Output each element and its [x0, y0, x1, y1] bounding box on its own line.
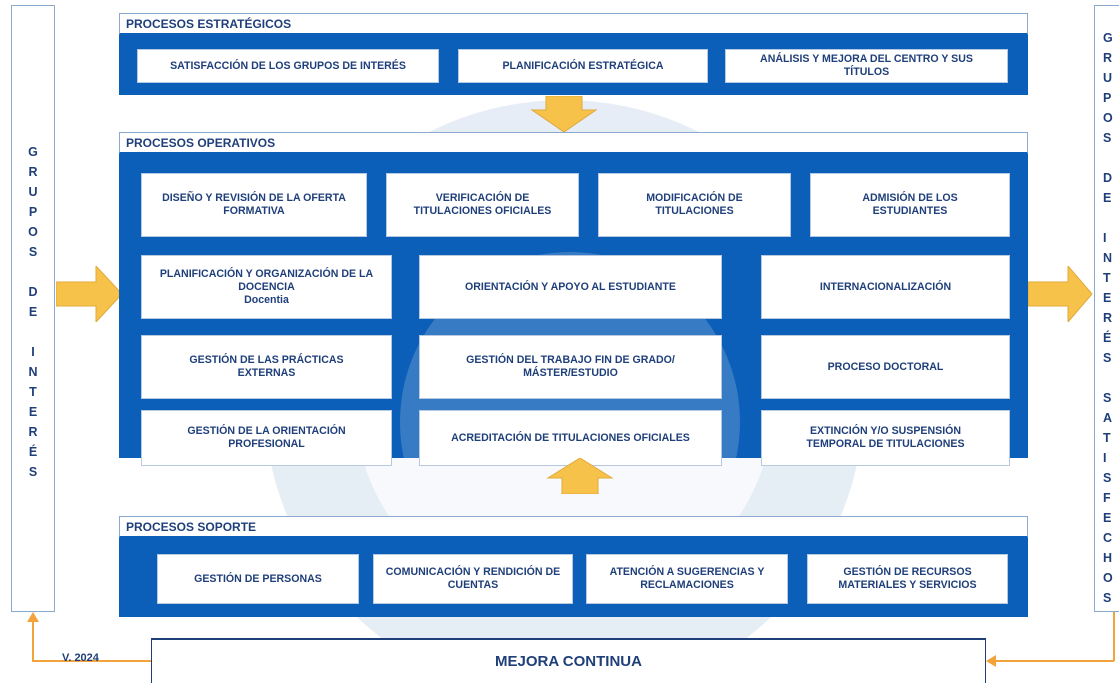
- satisfaccion-grupos-box: SATISFACCIÓN DE LOS GRUPOS DE INTERÉS: [137, 49, 439, 83]
- vertical-letter: É: [28, 445, 38, 459]
- vertical-letter: [1103, 208, 1119, 228]
- comunicacion-rendicion-box: COMUNICACIÓN Y RENDICIÓN DE CUENTAS: [373, 554, 573, 604]
- input-arrow-right-icon: [56, 266, 123, 322]
- vertical-letter: T: [1103, 431, 1111, 445]
- feedback-line-left-vertical: [32, 616, 34, 661]
- arrow-down-icon: [530, 96, 598, 133]
- verificacion-titulaciones-box: VERIFICACIÓN DE TITULACIONES OFICIALES: [386, 173, 579, 237]
- vertical-letter: G: [1103, 31, 1113, 45]
- output-arrow-right-icon: [1028, 266, 1093, 322]
- feedback-line-right-vertical: [1113, 612, 1115, 661]
- vertical-letter: [12, 262, 54, 282]
- vertical-letter: I: [1103, 451, 1107, 465]
- procesos-estrategicos-section: PROCESOS ESTRATÉGICOS SATISFACCIÓN DE LO…: [119, 13, 1028, 95]
- vertical-letter: [12, 322, 54, 342]
- orientacion-apoyo-box: ORIENTACIÓN Y APOYO AL ESTUDIANTE: [419, 255, 722, 319]
- procesos-operativos-section: PROCESOS OPERATIVOS DISEÑO Y REVISIÓN DE…: [119, 132, 1028, 466]
- atencion-sugerencias-box: ATENCIÓN A SUGERENCIAS Y RECLAMACIONES: [586, 554, 788, 604]
- planificacion-docencia-box: PLANIFICACIÓN Y ORGANIZACIÓN DE LA DOCEN…: [141, 255, 392, 319]
- proceso-doctoral-box: PROCESO DOCTORAL: [761, 335, 1010, 399]
- analisis-mejora-box: ANÁLISIS Y MEJORA DEL CENTRO Y SUS TÍTUL…: [725, 49, 1008, 83]
- feedback-line-left-horizontal: [32, 660, 152, 662]
- modificacion-titulaciones-box: MODIFICACIÓN DE TITULACIONES: [598, 173, 791, 237]
- vertical-letter: D: [28, 285, 38, 299]
- vertical-letter: S: [28, 465, 38, 479]
- vertical-letter: O: [28, 225, 38, 239]
- vertical-letter: I: [1103, 231, 1107, 245]
- vertical-letter: N: [28, 365, 38, 379]
- vertical-letter: H: [1103, 551, 1113, 565]
- arrow-up-icon: [546, 458, 614, 494]
- practicas-externas-box: GESTIÓN DE LAS PRÁCTICAS EXTERNAS: [141, 335, 392, 399]
- vertical-letter: E: [28, 405, 38, 419]
- vertical-letter: F: [1103, 491, 1111, 505]
- feedback-arrow-left-icon: [986, 655, 996, 667]
- vertical-letter: R: [1103, 311, 1113, 325]
- vertical-letter: P: [1103, 91, 1112, 105]
- internacionalizacion-box: INTERNACIONALIZACIÓN: [761, 255, 1010, 319]
- vertical-letter: O: [1103, 571, 1113, 585]
- version-label: V. 2024: [62, 652, 99, 664]
- procesos-soporte-section: PROCESOS SOPORTE GESTIÓN DE PERSONAS COM…: [119, 516, 1028, 617]
- vertical-letter: U: [28, 185, 38, 199]
- procesos-soporte-header: PROCESOS SOPORTE: [119, 516, 1028, 538]
- procesos-operativos-header: PROCESOS OPERATIVOS: [119, 132, 1028, 154]
- vertical-letter: G: [28, 145, 38, 159]
- feedback-line-right-horizontal: [992, 660, 1114, 662]
- orientacion-profesional-box: GESTIÓN DE LA ORIENTACIÓN PROFESIONAL: [141, 410, 392, 466]
- vertical-letter: S: [1103, 391, 1112, 405]
- docentia-label: Docentia: [244, 293, 289, 306]
- vertical-letter: I: [31, 345, 35, 359]
- trabajo-fin-grado-box: GESTIÓN DEL TRABAJO FIN DE GRADO/ MÁSTER…: [419, 335, 722, 399]
- feedback-arrow-up-icon: [27, 612, 39, 622]
- vertical-letter: P: [28, 205, 38, 219]
- vertical-letter: R: [28, 165, 38, 179]
- vertical-letter: A: [1103, 411, 1113, 425]
- vertical-letter: U: [1103, 71, 1113, 85]
- acreditacion-titulaciones-box: ACREDITACIÓN DE TITULACIONES OFICIALES: [419, 410, 722, 466]
- extincion-suspension-box: EXTINCIÓN Y/O SUSPENSIÓN TEMPORAL DE TIT…: [761, 410, 1010, 466]
- vertical-letter: S: [1103, 131, 1112, 145]
- vertical-letter: T: [29, 385, 37, 399]
- vertical-letter: E: [1103, 511, 1112, 525]
- diseno-revision-box: DISEÑO Y REVISIÓN DE LA OFERTA FORMATIVA: [141, 173, 367, 237]
- vertical-letter: C: [1103, 531, 1113, 545]
- vertical-letter: S: [1103, 591, 1112, 605]
- vertical-letter: D: [1103, 171, 1113, 185]
- vertical-letter: T: [1103, 271, 1111, 285]
- vertical-letter: É: [1103, 331, 1112, 345]
- gestion-personas-box: GESTIÓN DE PERSONAS: [157, 554, 359, 604]
- procesos-estrategicos-header: PROCESOS ESTRATÉGICOS: [119, 13, 1028, 35]
- admision-estudiantes-box: ADMISIÓN DE LOS ESTUDIANTES: [810, 173, 1010, 237]
- vertical-letter: S: [28, 245, 38, 259]
- vertical-letter: [1103, 148, 1119, 168]
- vertical-letter: S: [1103, 351, 1112, 365]
- mejora-continua-box: MEJORA CONTINUA: [151, 638, 986, 683]
- vertical-letter: R: [1103, 51, 1113, 65]
- planificacion-estrategica-box: PLANIFICACIÓN ESTRATÉGICA: [458, 49, 708, 83]
- vertical-letter: E: [28, 305, 38, 319]
- vertical-letter: E: [1103, 191, 1112, 205]
- vertical-letter: N: [1103, 251, 1113, 265]
- vertical-letter: S: [1103, 471, 1112, 485]
- vertical-letter: R: [28, 425, 38, 439]
- gestion-recursos-box: GESTIÓN DE RECURSOS MATERIALES Y SERVICI…: [807, 554, 1008, 604]
- vertical-letter: O: [1103, 111, 1113, 125]
- vertical-letter: E: [1103, 291, 1112, 305]
- vertical-letter: [1103, 368, 1119, 388]
